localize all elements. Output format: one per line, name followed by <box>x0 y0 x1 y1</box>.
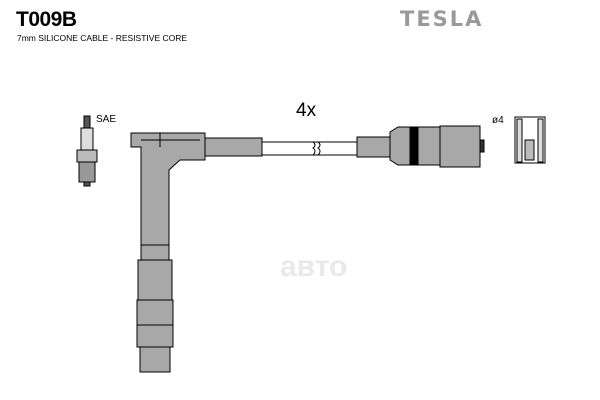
plug-type-label: SAE <box>96 114 117 125</box>
cable <box>261 141 358 156</box>
brand-logo: TESLA <box>400 7 484 31</box>
product-code: T009B <box>16 8 77 31</box>
product-description: 7mm SILICONE CABLE - RESISTIVE CORE <box>17 33 188 43</box>
terminal-diameter-label: ø4 <box>492 115 504 126</box>
cable-sleeve <box>204 137 263 157</box>
spark-plug-icon <box>76 115 98 187</box>
watermark: авто <box>280 250 348 283</box>
terminal-icon <box>514 116 546 164</box>
straight-boot <box>356 125 485 168</box>
angled-boot <box>130 132 206 373</box>
quantity-label: 4x <box>296 100 317 121</box>
